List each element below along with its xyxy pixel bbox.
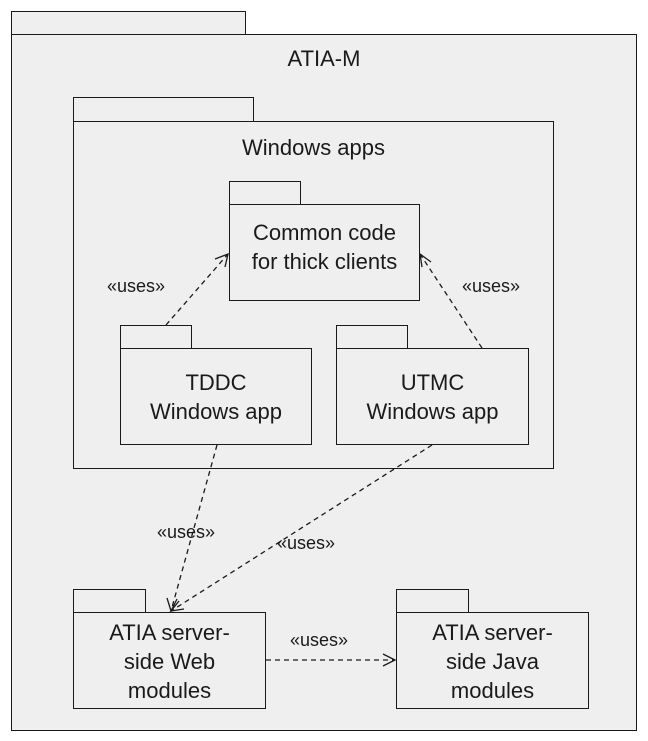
common-code-tab — [229, 181, 301, 205]
arrow-tddc-to-common — [165, 253, 229, 326]
arrowhead-web-from-utmc — [169, 600, 185, 612]
arrow-utmc-to-web — [170, 444, 433, 612]
java-modules-label: ATIA server- side Java modules — [396, 618, 589, 705]
common-code-label: Common code for thick clients — [229, 218, 420, 276]
outer-package-tab — [11, 11, 246, 35]
uses-label-tddc-common: «uses» — [107, 276, 166, 296]
java-modules-line2: side Java — [446, 649, 539, 674]
java-modules-tab — [396, 589, 469, 613]
web-modules-line1: ATIA server- — [109, 620, 230, 645]
utmc-line2: Windows app — [366, 399, 499, 424]
arrow-tddc-to-web — [170, 444, 218, 612]
utmc-tab — [336, 325, 408, 349]
common-code-line1: Common code — [252, 220, 397, 245]
common-code-line2: for thick clients — [251, 249, 398, 274]
windows-apps-tab — [73, 97, 254, 122]
uses-label-tddc-web: «uses» — [157, 522, 216, 542]
web-modules-line2: side Web — [123, 649, 216, 674]
tddc-line1: TDDC — [185, 370, 247, 395]
uses-label-utmc-web: «uses» — [277, 533, 336, 553]
tddc-package — [120, 348, 312, 445]
arrowhead-java — [382, 653, 397, 667]
common-code-package — [229, 204, 420, 301]
utmc-package — [336, 348, 529, 445]
web-modules-label: ATIA server- side Web modules — [73, 618, 266, 705]
tddc-label: TDDC Windows app — [120, 368, 312, 426]
web-modules-package — [73, 612, 266, 709]
utmc-line1: UTMC — [400, 370, 465, 395]
tddc-tab — [120, 325, 192, 349]
uses-label-web-java: «uses» — [290, 630, 349, 650]
java-modules-line1: ATIA server- — [432, 620, 553, 645]
java-modules-package — [396, 612, 589, 709]
web-modules-tab — [73, 589, 146, 613]
uses-label-utmc-common: «uses» — [462, 276, 521, 296]
tddc-line2: Windows app — [149, 399, 283, 424]
arrowhead-common-right — [419, 252, 432, 268]
arrowhead-common-left — [214, 252, 229, 268]
web-modules-line3: modules — [127, 678, 212, 703]
outer-package-title: ATIA-M — [287, 46, 361, 71]
windows-apps-title: Windows apps — [241, 135, 386, 160]
arrow-utmc-to-common — [419, 253, 483, 349]
java-modules-line3: modules — [450, 678, 535, 703]
utmc-label: UTMC Windows app — [336, 368, 529, 426]
